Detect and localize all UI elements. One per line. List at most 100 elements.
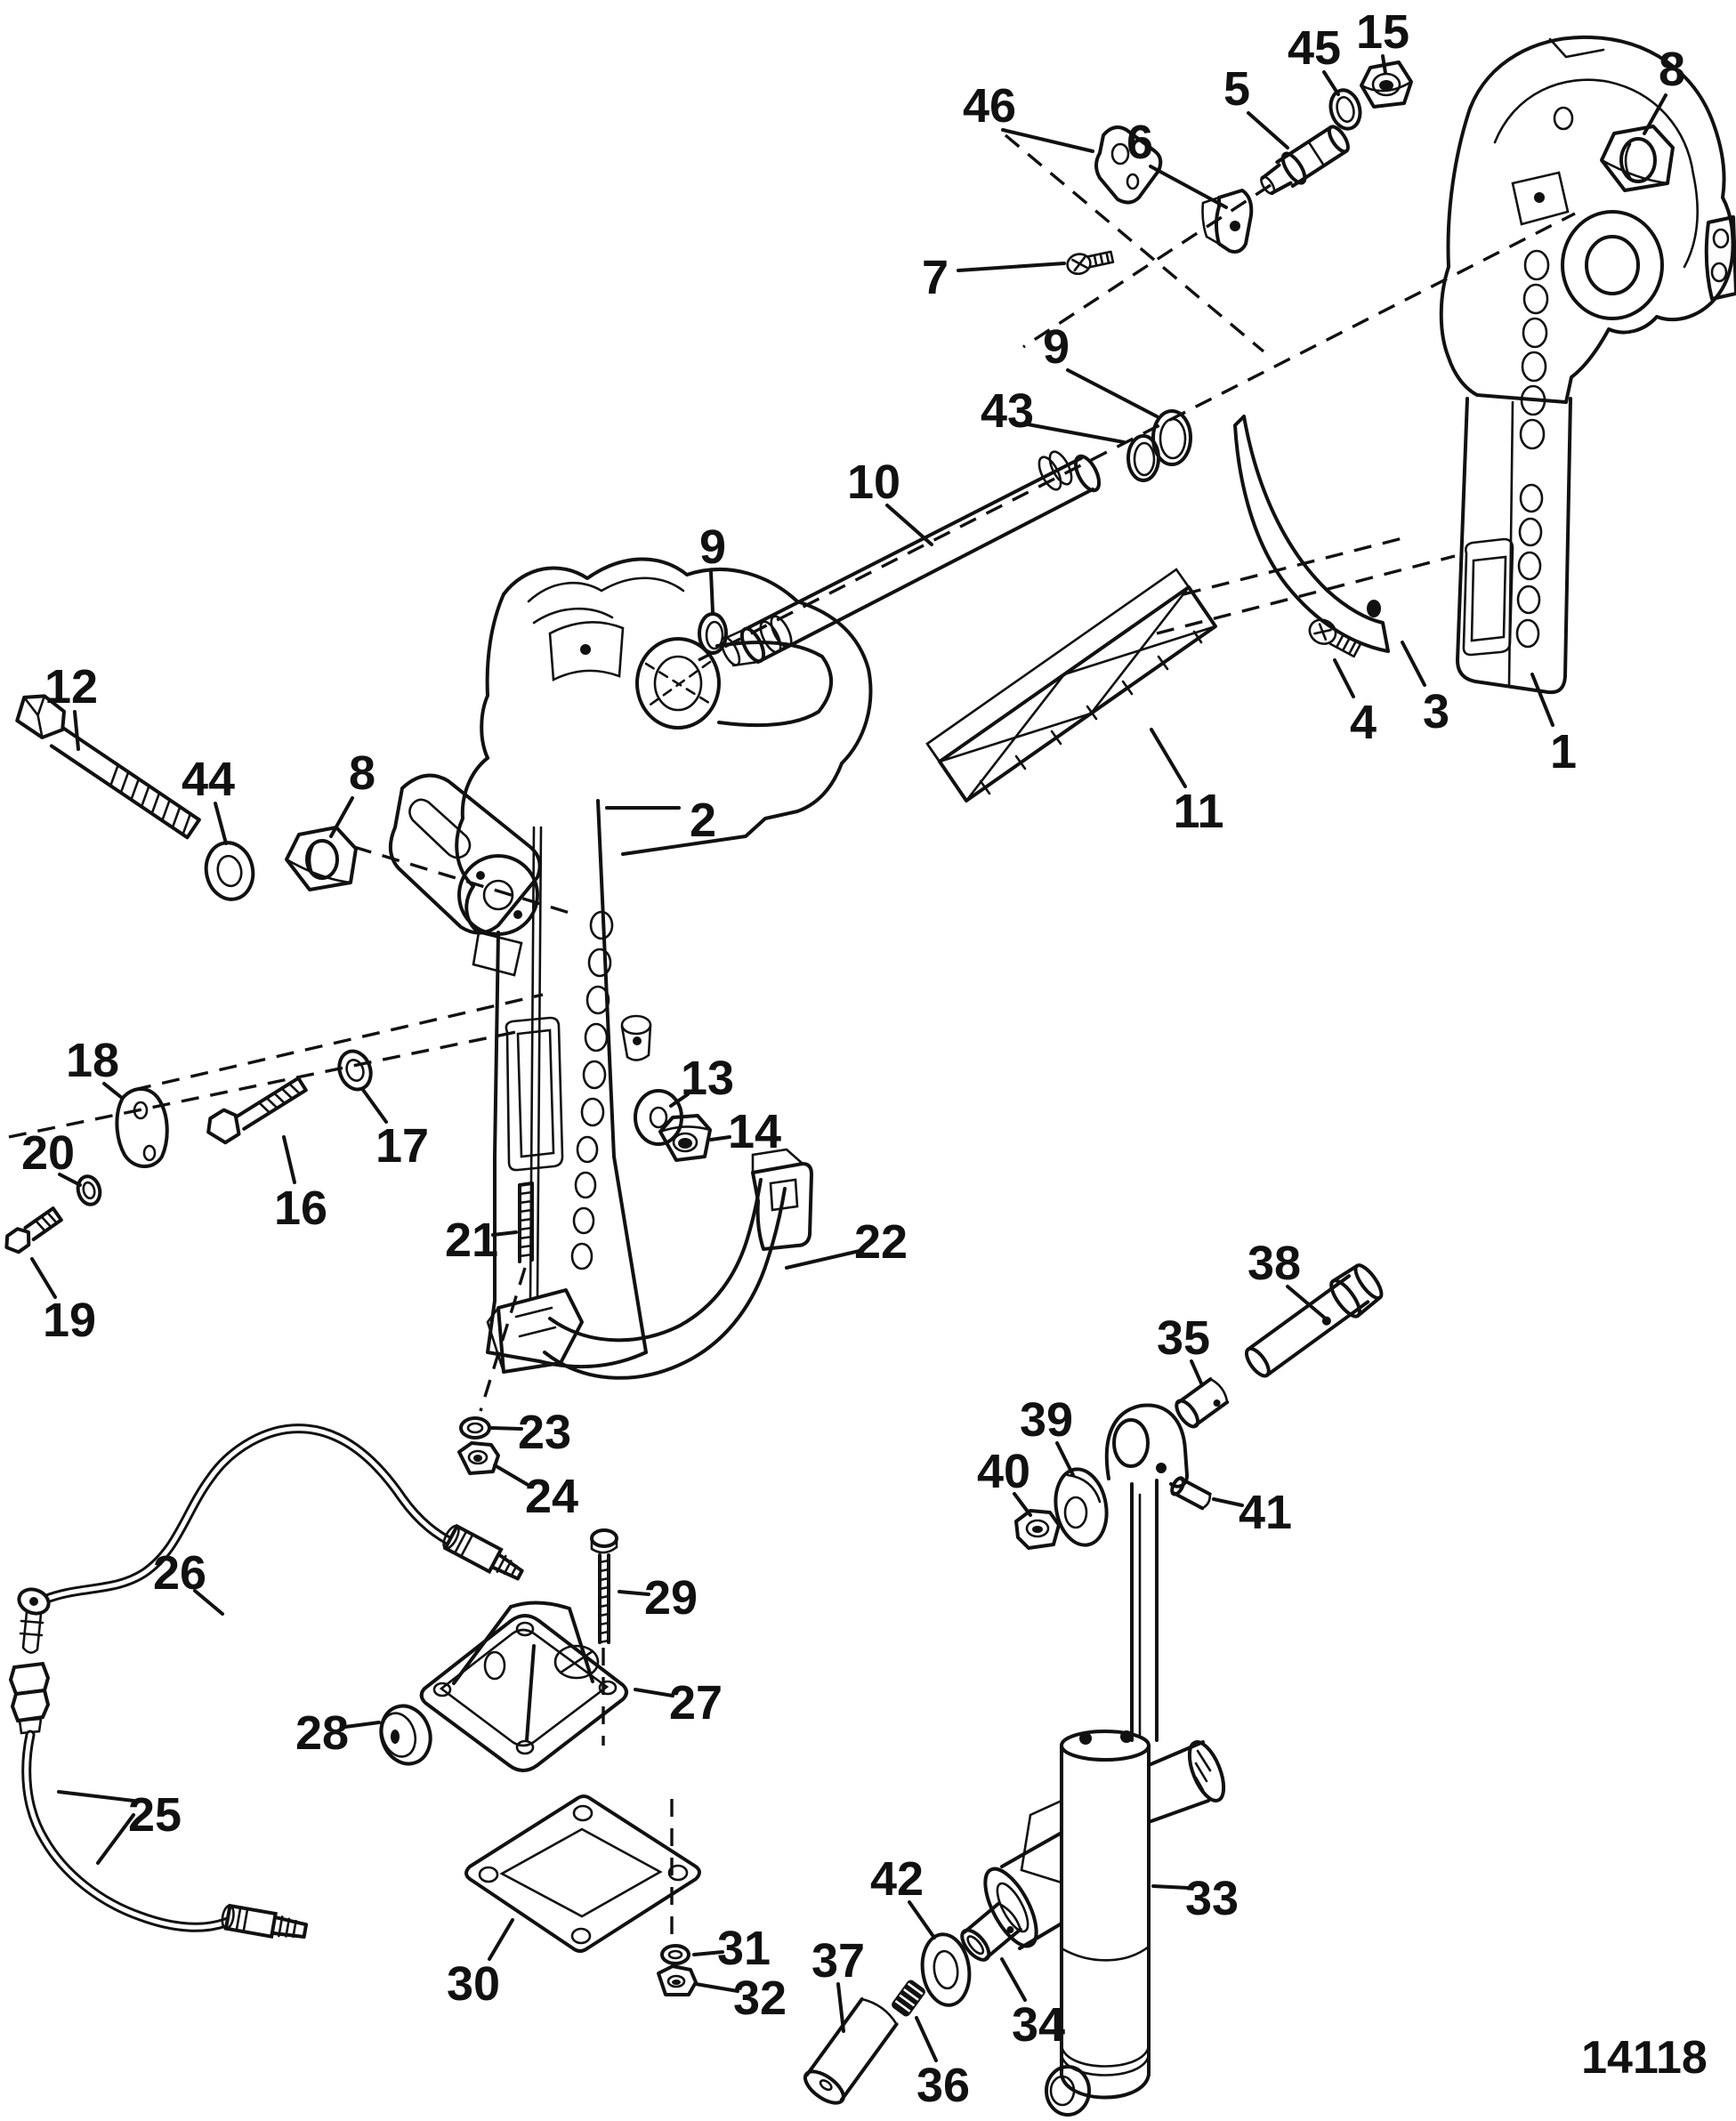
callout-label-23-24: 23 [518,1406,571,1459]
part-15-locknut [1360,60,1413,109]
callout-leader-21-22 [491,1230,518,1237]
callout-label-37-38: 37 [811,1934,865,1988]
callout-label-14-15: 14 [728,1105,781,1158]
part-17-washer [337,1049,373,1092]
part-23-washer [459,1416,491,1440]
part-44-washer [204,841,255,901]
assembly-axis-lines [8,133,1576,1947]
part-10-tilt-tube [720,450,1102,667]
part-38-upper-pin [1244,1263,1384,1378]
drawing-number: 14118 [1581,2032,1708,2084]
callout-label-12-13: 12 [44,660,98,714]
part-34-bushing [960,1901,1022,1962]
part-36-detent-spring [892,1980,925,2017]
callout-label-24-25: 24 [525,1470,578,1523]
hose-25-union-fitting [8,1661,51,1735]
callout-leader-8-8 [329,796,354,838]
callout-label-13-14: 13 [681,1052,734,1105]
callout-label-8-8: 8 [349,746,375,800]
part-1-holes [1515,249,1550,649]
callout-leader-19-20 [30,1257,57,1299]
part-24-locknut [457,1441,500,1475]
callout-leader-41-42 [1212,1497,1244,1507]
callout-label-43-44: 43 [981,384,1034,438]
callout-label-31-32: 31 [717,1922,771,1975]
callout-leader-3-2 [1401,641,1426,687]
callout-leader-22-23 [785,1249,861,1270]
callout-label-5-4: 5 [1223,62,1250,116]
callout-leader-30-31 [488,1918,514,1961]
part-29-screw [590,1528,618,1644]
part-12-bolt [15,694,201,840]
callout-label-17-18: 17 [375,1119,429,1173]
part-14-locknut [658,1114,712,1162]
callout-label-8-7: 8 [1659,43,1685,96]
callout-leader-40-41 [1013,1492,1032,1517]
part-7-screw [1066,250,1115,276]
callout-leader-24-25 [493,1464,531,1488]
part-32-locknut [657,1964,698,1996]
callout-label-1-0: 1 [1550,725,1577,778]
callout-leader-11-12 [1150,728,1187,788]
part-16-bolt [206,1076,308,1145]
part-45-washer [1328,88,1362,131]
callout-label-30-31: 30 [447,1957,500,2011]
part-20-washer [76,1174,102,1206]
callout-label-41-42: 41 [1239,1486,1292,1539]
callout-label-42-43: 42 [870,1852,924,1906]
callout-label-4-3: 4 [1350,696,1377,749]
part-37-lower-pin [803,1996,899,2105]
callout-leader-7-6 [957,262,1066,272]
callout-leader-37-38 [836,1982,845,2033]
callout-leader-18-19 [102,1082,124,1100]
callout-label-9-10: 9 [699,520,726,574]
part-39-washer-cap [1054,1467,1109,1547]
callout-label-20-21: 20 [21,1126,75,1180]
part-2-holes [570,910,614,1270]
part-41-pin [1170,1476,1212,1511]
part-2-lower-boss [620,1014,652,1061]
callout-label-21-22: 21 [445,1214,498,1267]
callout-leader-14-15 [709,1135,731,1141]
callout-label-44-45: 44 [182,753,235,806]
part-31-washer [660,1944,690,1965]
callout-label-11-12: 11 [1173,785,1223,838]
part-1-transom-bracket-starboard [1439,35,1736,695]
part-6-clip [1201,189,1254,254]
callout-label-26-27: 26 [153,1546,206,1600]
hose-25-end-fitting [221,1903,309,1939]
callout-label-40-41: 40 [977,1445,1030,1498]
callout-leader-15-16 [1381,54,1387,75]
callout-leader-45-46 [1322,70,1340,96]
part-9-oring-right [1151,409,1192,466]
callout-leader-8-7 [1643,93,1667,135]
callout-leader-34-35 [1000,1957,1027,2002]
part-2-transom-bracket-port [388,557,873,1369]
part-4-screw [1308,618,1362,658]
callout-leader-39-40 [1055,1441,1075,1477]
callout-leader-35-36 [1190,1359,1204,1387]
callout-leader-13-14 [669,1093,690,1108]
part-2-swivel-arm [388,773,542,977]
callout-label-22-23: 22 [854,1215,908,1269]
callout-label-38-39: 38 [1247,1237,1301,1290]
callout-leader-27-28 [634,1688,674,1698]
callout-label-15-16: 15 [1356,5,1409,59]
part-5-tilt-pin [1260,125,1350,196]
callout-label-33-34: 33 [1185,1872,1239,1925]
part-18-anode-plate [115,1087,169,1168]
callout-label-2-1: 2 [690,794,716,847]
callout-leader-43-44 [1026,423,1126,444]
hose-26-end-fitting [442,1523,524,1581]
part-42-seal-washer [920,1932,972,2007]
part-28-fill-plug [379,1704,432,1766]
part-3-wedge-plate [1233,415,1390,653]
callout-label-45-46: 45 [1288,21,1341,75]
callout-leader-46-47 [1001,128,1094,153]
callout-label-18-19: 18 [66,1034,119,1087]
part-8-locknut-top [1600,125,1675,192]
callout-leader-17-18 [361,1088,388,1124]
callout-label-39-40: 39 [1020,1393,1073,1447]
